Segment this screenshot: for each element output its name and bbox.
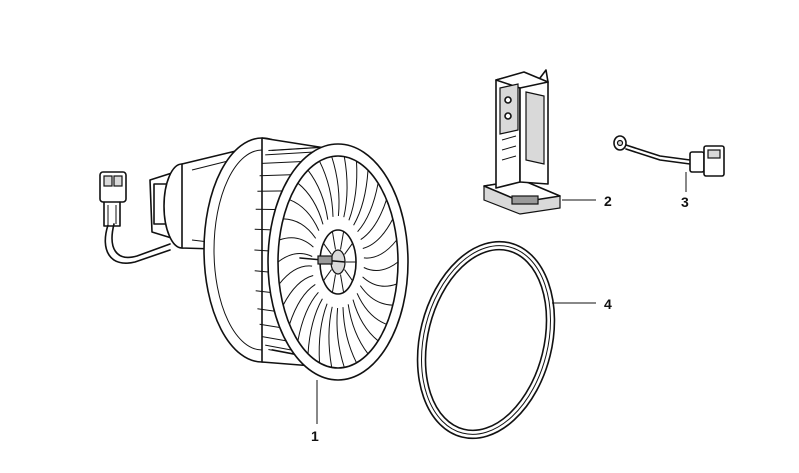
hub-spoke [340, 274, 345, 293]
fan-blade [360, 199, 387, 241]
fan-blade [347, 304, 369, 355]
fan-blade [279, 237, 314, 248]
hub-spoke [322, 269, 332, 282]
fan-blade [297, 291, 319, 341]
hub-spoke [344, 242, 354, 255]
sealing-ring-part [416, 240, 556, 440]
hub-spoke [331, 274, 336, 293]
fan-blade [289, 199, 320, 231]
fan-blade [307, 298, 323, 354]
fan-blade [318, 303, 328, 363]
hub-spoke [340, 231, 345, 250]
blower-motor-assembly [99, 137, 409, 381]
connector-lead-part [613, 135, 725, 177]
fan-blade [353, 170, 369, 226]
fan-blade [363, 261, 399, 272]
leader-lines [316, 172, 687, 424]
blower-resistor-part [483, 69, 561, 215]
fan-blade [319, 160, 334, 217]
fan-blade [362, 276, 397, 287]
fan-blade [331, 156, 340, 217]
fan-blade [362, 218, 394, 249]
hub-spoke [344, 269, 354, 282]
fan-blade [342, 307, 357, 364]
motor-wire-plug [99, 171, 171, 264]
fan-blade [357, 183, 379, 233]
fan-blade [289, 283, 316, 325]
fan-blade [352, 299, 379, 342]
fan-blade [278, 265, 313, 285]
part-number-3: 3 [681, 194, 689, 210]
part-number-4: 4 [604, 296, 612, 312]
fan-blade [343, 156, 348, 218]
fan-blade [307, 169, 329, 220]
part-number-2: 2 [604, 193, 612, 209]
fan-blade [348, 161, 358, 221]
fan-blade [328, 306, 333, 368]
fan-blade [356, 293, 387, 325]
hub-spoke [331, 231, 336, 250]
fan-blade [283, 218, 317, 239]
fan-blade [277, 252, 313, 263]
fan-front-rim [267, 143, 409, 381]
fan-blade [359, 285, 393, 306]
fan-blade [282, 275, 314, 306]
part-number-1: 1 [311, 428, 319, 444]
fan-blade [336, 307, 345, 368]
fan-blade [363, 239, 398, 259]
fan-blade [297, 182, 324, 225]
hub-spoke [322, 242, 332, 255]
